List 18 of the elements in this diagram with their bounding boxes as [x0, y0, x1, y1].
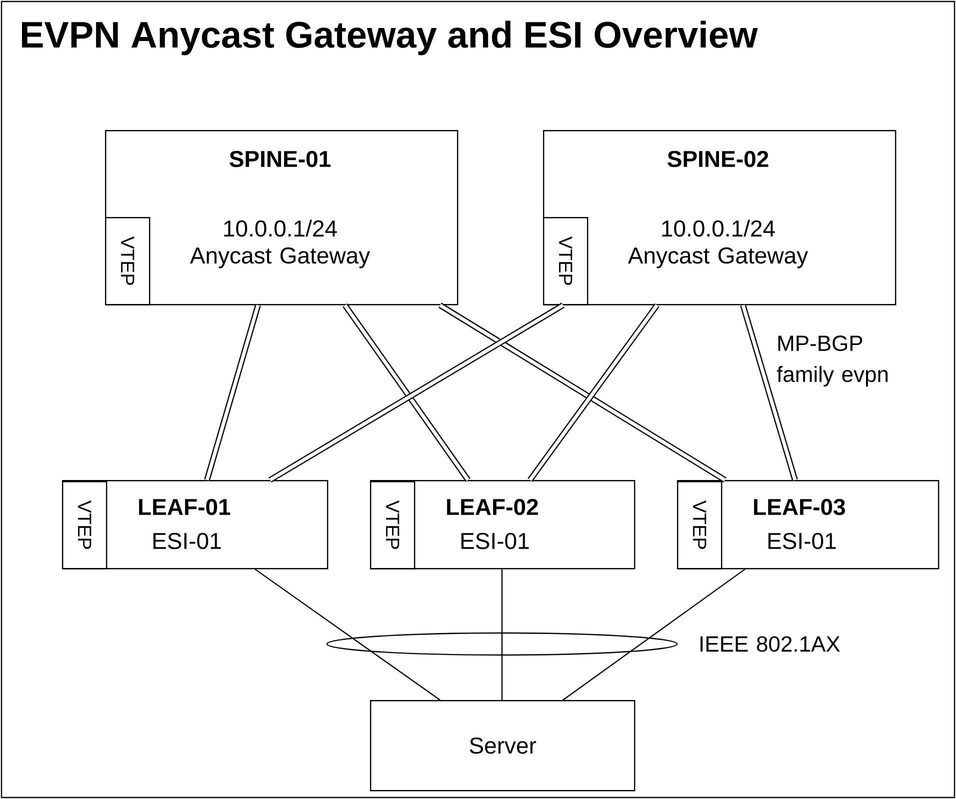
- vtep-box: VTEP: [677, 481, 722, 570]
- double-link-line: [740, 304, 798, 481]
- double-link-line: [268, 302, 565, 483]
- double-link-line: [528, 303, 660, 482]
- double-link-line: [342, 304, 470, 482]
- double-link-line: [438, 302, 727, 482]
- vtep-box: VTEP: [370, 481, 416, 570]
- vtep-box: VTEP: [543, 217, 588, 306]
- link-line: [562, 568, 746, 700]
- link-line: [254, 568, 440, 700]
- vtep-box: VTEP: [105, 217, 150, 306]
- double-link-line: [204, 304, 261, 481]
- link-line: [501, 569, 503, 700]
- server-box: Server: [370, 700, 636, 792]
- annotation-label: MP-BGP family evpn: [776, 336, 888, 386]
- annotation-label: IEEE 802.1AX: [700, 636, 840, 652]
- vtep-box: VTEP: [62, 481, 108, 570]
- title: EVPN Anycast Gateway and ESI Overview: [22, 20, 758, 56]
